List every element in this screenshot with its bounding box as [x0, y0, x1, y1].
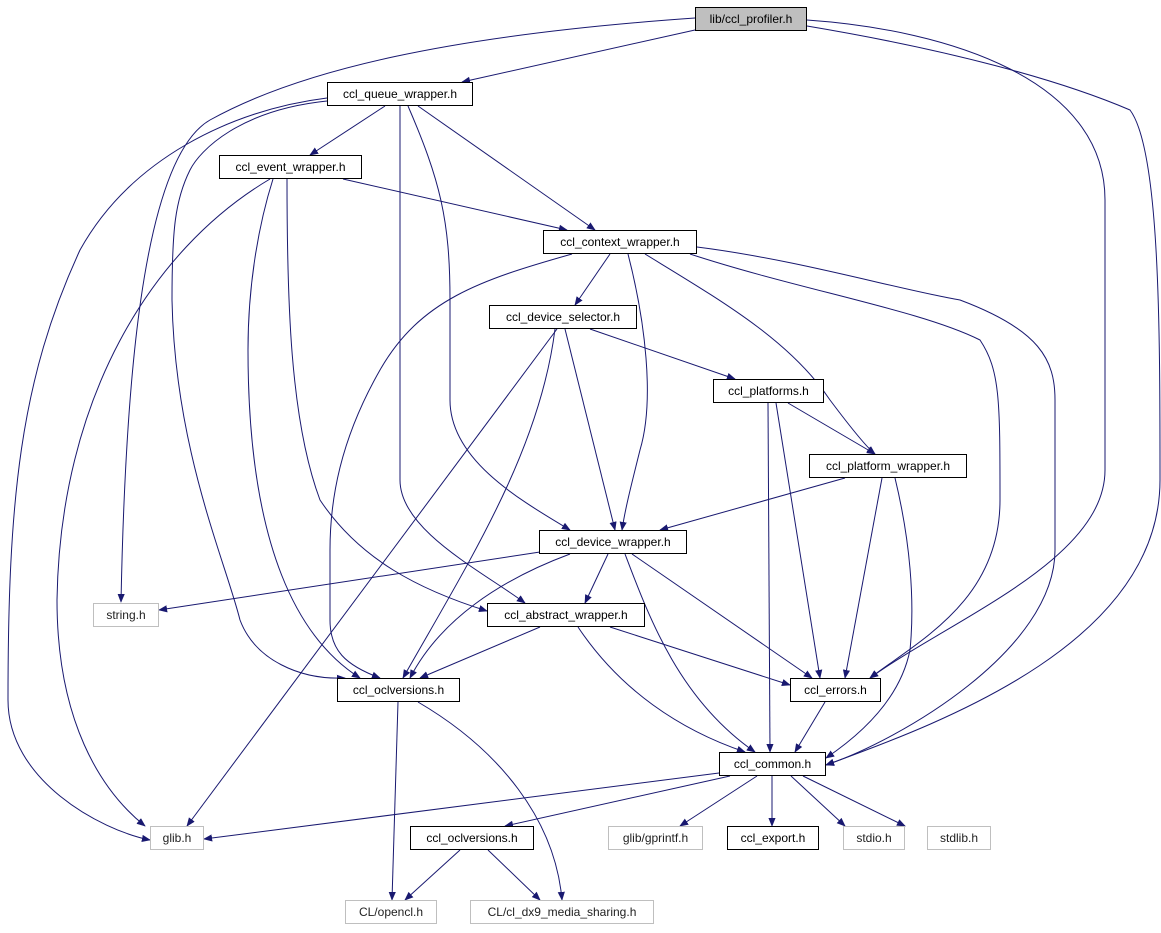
edge-common-to-stdio — [790, 775, 846, 827]
edge-queue-to-oclv — [171, 100, 346, 682]
edge-event-to-oclv — [247, 178, 361, 679]
node-export[interactable]: ccl_export.h — [727, 826, 819, 850]
edge-event-to-abstract — [286, 178, 488, 613]
edge-event-to-glib — [56, 178, 271, 827]
edge-profiler-to-errors — [806, 19, 1106, 679]
edge-profiler-to-string — [117, 17, 696, 603]
edge-common-to-gprintf — [679, 775, 758, 827]
edge-devwrap-to-common — [624, 553, 756, 753]
edge-abstract-to-common — [577, 626, 746, 753]
edge-common-to-stdlib — [802, 775, 906, 827]
edge-context-to-devwrap — [619, 253, 648, 531]
edge-devsel-to-devwrap — [564, 328, 617, 531]
node-errors[interactable]: ccl_errors.h — [790, 678, 881, 702]
edge-profiler-to-queue — [461, 29, 696, 84]
edge-oclv-to-opencl — [388, 701, 399, 901]
node-platforms[interactable]: ccl_platforms.h — [713, 379, 824, 403]
edge-platforms-to-platwrap — [787, 402, 876, 455]
node-oclv[interactable]: ccl_oclversions.h — [337, 678, 460, 702]
node-glib[interactable]: glib.h — [150, 826, 204, 850]
node-event[interactable]: ccl_event_wrapper.h — [219, 155, 362, 179]
node-context[interactable]: ccl_context_wrapper.h — [543, 230, 697, 254]
edge-abstract-to-oclv — [419, 626, 541, 679]
edge-oclv2-to-dx9 — [487, 849, 541, 901]
node-dx9[interactable]: CL/cl_dx9_media_sharing.h — [470, 900, 654, 924]
edge-common-to-glib — [203, 772, 720, 842]
edge-context-to-devsel — [574, 253, 611, 306]
edge-devsel-to-platforms — [589, 328, 736, 380]
edge-profiler-to-common — [806, 25, 1161, 766]
edge-devwrap-to-oclv — [409, 553, 571, 679]
edge-oclv-to-dx9 — [417, 701, 565, 901]
edge-queue-to-context — [417, 105, 596, 231]
edge-devsel-to-oclv — [402, 328, 556, 679]
node-gprintf[interactable]: glib/gprintf.h — [608, 826, 703, 850]
node-abstract[interactable]: ccl_abstract_wrapper.h — [487, 603, 645, 627]
edge-queue-to-glib — [7, 97, 328, 842]
edge-platwrap-to-common — [825, 477, 913, 759]
node-profiler[interactable]: lib/ccl_profiler.h — [695, 7, 807, 31]
node-stdlib[interactable]: stdlib.h — [927, 826, 991, 850]
edge-queue-to-abstract — [399, 106, 526, 604]
edge-queue-to-event — [309, 105, 386, 156]
edge-devwrap-to-abstract — [584, 553, 609, 604]
edge-context-to-oclv — [329, 253, 573, 679]
node-platwrap[interactable]: ccl_platform_wrapper.h — [809, 454, 967, 478]
edge-platwrap-to-devwrap — [659, 477, 846, 532]
edge-oclv2-to-opencl — [404, 849, 461, 901]
edge-event-to-context — [342, 178, 568, 232]
edge-context-to-platwrap — [644, 253, 876, 455]
node-oclv2[interactable]: ccl_oclversions.h — [410, 826, 534, 850]
edge-errors-to-common — [794, 701, 826, 753]
edge-platwrap-to-errors — [842, 477, 883, 679]
edge-queue-to-devwrap — [407, 105, 571, 531]
edge-platforms-to-common — [766, 402, 774, 753]
node-common[interactable]: ccl_common.h — [719, 752, 826, 776]
edge-devwrap-to-string — [158, 551, 541, 613]
node-devsel[interactable]: ccl_device_selector.h — [489, 305, 637, 329]
node-opencl[interactable]: CL/opencl.h — [345, 900, 437, 924]
edge-context-to-errors — [689, 253, 1001, 679]
edge-devwrap-to-errors — [631, 553, 813, 679]
node-string[interactable]: string.h — [93, 603, 159, 627]
edge-abstract-to-errors — [609, 626, 791, 686]
node-stdio[interactable]: stdio.h — [843, 826, 905, 850]
node-queue[interactable]: ccl_queue_wrapper.h — [327, 82, 473, 106]
edge-context-to-common — [696, 246, 1056, 766]
edge-common-to-oclv2 — [504, 775, 731, 828]
node-devwrap[interactable]: ccl_device_wrapper.h — [539, 530, 687, 554]
edge-platforms-to-errors — [775, 402, 823, 679]
